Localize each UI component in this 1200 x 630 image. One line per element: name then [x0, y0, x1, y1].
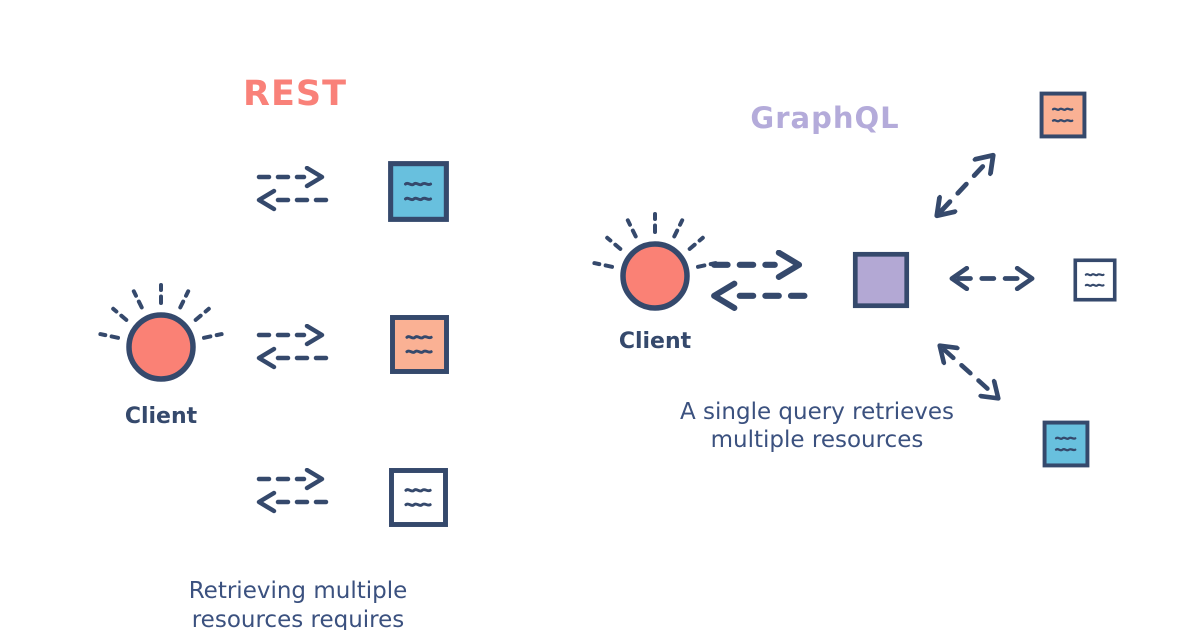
request-response-arrows-icon — [256, 324, 336, 370]
resource-server-icon — [1038, 90, 1088, 140]
request-response-arrows-icon — [710, 250, 818, 312]
resource-server-icon — [387, 466, 450, 529]
bidirectional-arrow-icon — [936, 266, 1048, 291]
client-icon — [585, 184, 725, 316]
graphql-caption-line1: A single query retrieves — [679, 399, 954, 425]
graphql-server-icon — [850, 250, 912, 310]
graphql-caption: A single query retrieves multiple resour… — [672, 398, 962, 454]
resource-server-icon — [1072, 257, 1118, 303]
bidirectional-arrow-icon — [916, 135, 1013, 237]
request-response-arrows-icon — [256, 468, 336, 514]
request-response-arrows-icon — [256, 166, 336, 212]
rest-caption: Retrieving multiple resources requires — [168, 577, 428, 630]
rest-title: REST — [243, 74, 347, 114]
graphql-caption-line2: multiple resources — [710, 427, 924, 453]
rest-caption-line2: resources requires — [191, 607, 405, 630]
client-icon — [91, 255, 231, 387]
resource-server-icon — [1041, 419, 1091, 469]
rest-client-label: Client — [124, 404, 198, 429]
graphql-title: GraphQL — [750, 101, 900, 135]
rest-caption-line1: Retrieving multiple — [188, 578, 408, 604]
resource-server-icon — [386, 159, 451, 224]
resource-server-icon — [388, 313, 451, 376]
graphql-client-label: Client — [618, 329, 692, 354]
